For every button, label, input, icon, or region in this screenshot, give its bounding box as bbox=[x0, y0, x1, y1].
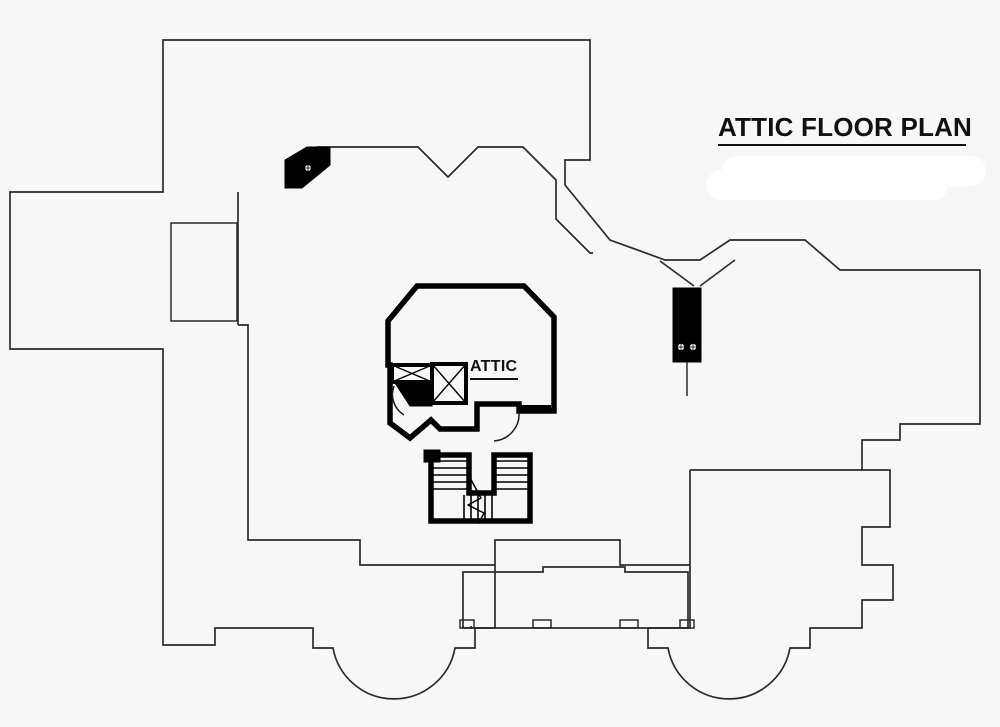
mid-left-wall-path bbox=[238, 324, 495, 566]
chimney-upper-left-group bbox=[284, 146, 331, 189]
attic-wall-corner-solids bbox=[423, 449, 441, 463]
redaction-shape-bottom bbox=[706, 170, 948, 200]
chimney-right-flue-cross-1 bbox=[677, 343, 685, 351]
roof-right-ridge-path bbox=[699, 259, 736, 287]
staircase-group bbox=[428, 452, 533, 524]
roof-right-valley-path bbox=[659, 260, 695, 287]
porch-column-mid-right bbox=[619, 619, 639, 629]
attic-access-wedge bbox=[394, 382, 433, 407]
title-block: ATTIC FLOOR PLAN bbox=[718, 112, 990, 147]
roof-ridge-gable-group bbox=[317, 146, 736, 287]
attic-curve-to-stair bbox=[493, 411, 520, 442]
attic-access-hatch-group bbox=[390, 363, 434, 416]
front-porch-group bbox=[459, 566, 695, 629]
attic-room-walls-group bbox=[385, 283, 557, 442]
chimney-upper-left-flue-cross bbox=[304, 164, 312, 172]
left-wing-rectangle-group bbox=[170, 222, 238, 322]
attic-curved-wall-group bbox=[493, 405, 551, 442]
attic-access-hatch-x-mark bbox=[391, 364, 433, 383]
stair-direction-arrow bbox=[467, 475, 485, 524]
stair-right-flight-treads bbox=[496, 460, 528, 490]
attic-access-door-swing bbox=[391, 385, 405, 416]
roof-gable-zigzag-path bbox=[317, 146, 593, 254]
building-outline-path bbox=[9, 39, 981, 700]
attic-access-hatch-box bbox=[390, 363, 434, 384]
building-outline-group bbox=[9, 39, 981, 700]
stair-enclosure-path bbox=[428, 452, 533, 524]
left-wing-rectangle bbox=[170, 222, 238, 322]
porch-column-right bbox=[679, 619, 695, 629]
mechanical-unit-x-mark bbox=[431, 363, 467, 404]
chimney-right-group bbox=[672, 287, 702, 396]
mechanical-unit-group bbox=[430, 362, 468, 405]
chimney-right-flue-cross-2 bbox=[689, 343, 697, 351]
room-label-attic-underline bbox=[470, 378, 518, 380]
chimney-right-body bbox=[672, 287, 702, 363]
attic-wall-corner-solid-left bbox=[423, 449, 441, 463]
redacted-note-blob bbox=[706, 156, 986, 200]
title-underline bbox=[718, 144, 966, 147]
stair-left-flight-treads bbox=[433, 460, 467, 490]
porch-column-mid-left bbox=[532, 619, 552, 629]
attic-room-outline-path bbox=[385, 283, 557, 442]
room-label-attic: ATTIC bbox=[470, 358, 518, 375]
stair-arrow-head bbox=[475, 518, 484, 524]
page-title: ATTIC FLOOR PLAN bbox=[718, 112, 973, 142]
stair-landing-treads bbox=[463, 495, 493, 519]
lower-roof-step-group bbox=[237, 192, 862, 566]
porch-column-left bbox=[459, 619, 475, 629]
porch-outline-path bbox=[462, 566, 689, 629]
